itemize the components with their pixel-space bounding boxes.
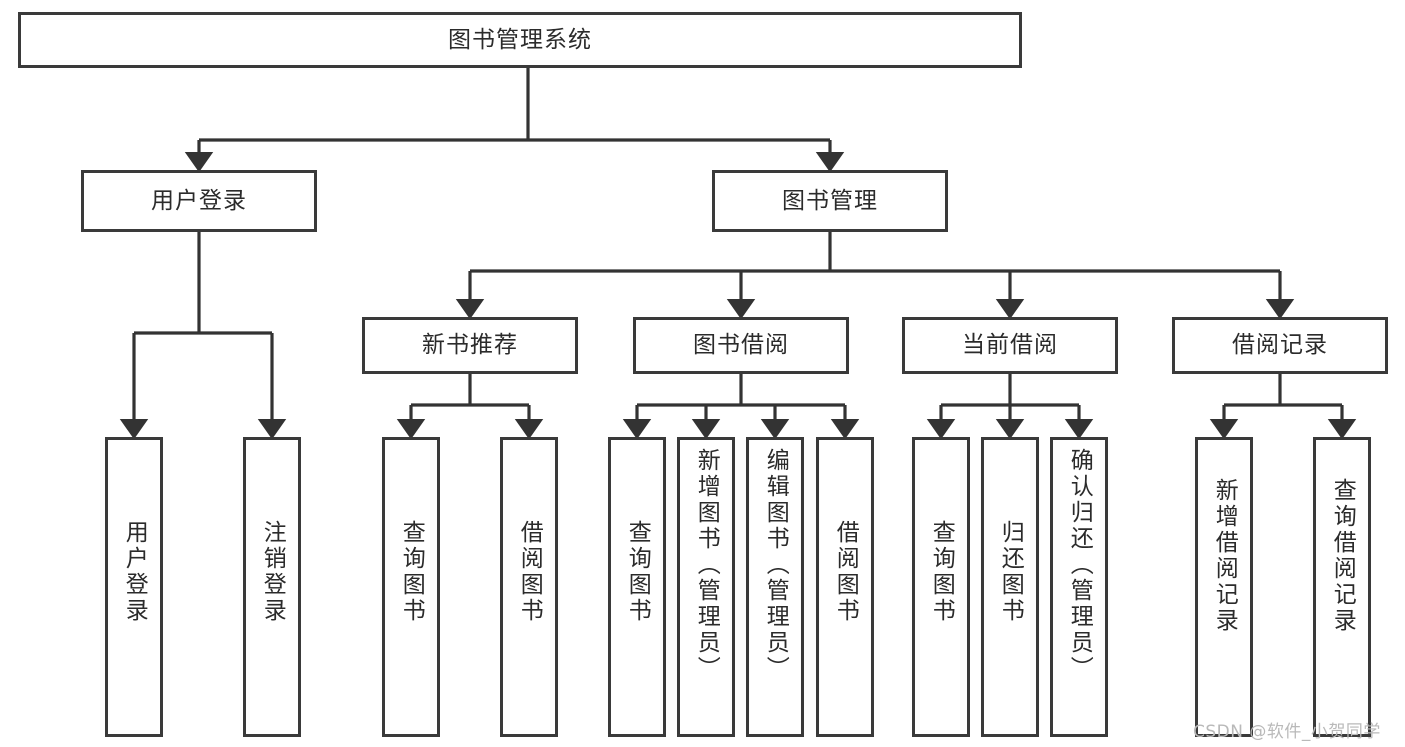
node-label-leaf-add-book: 新增图书（管理员） — [693, 448, 720, 682]
node-book-borrow[interactable]: 图书借阅 — [633, 317, 849, 374]
node-borrow-record[interactable]: 借阅记录 — [1172, 317, 1388, 374]
node-label-book-management: 图书管理 — [782, 187, 878, 214]
node-label-leaf-confirm-return: 确认归还（管理员） — [1066, 448, 1093, 682]
node-leaf-add-record[interactable]: 新增借阅记录 — [1195, 437, 1253, 737]
node-label-book-borrow: 图书借阅 — [693, 332, 789, 359]
node-label-leaf-user-logout: 注销登录 — [259, 520, 286, 624]
node-leaf-borrow-book-1[interactable]: 借阅图书 — [500, 437, 558, 737]
node-new-book-recommend[interactable]: 新书推荐 — [362, 317, 578, 374]
node-label-user-login: 用户登录 — [151, 187, 247, 214]
node-label-leaf-query-book-1: 查询图书 — [398, 520, 425, 624]
node-label-current-borrow: 当前借阅 — [962, 332, 1058, 359]
node-leaf-query-book-1[interactable]: 查询图书 — [382, 437, 440, 737]
node-label-leaf-query-book-3: 查询图书 — [928, 520, 955, 624]
node-label-leaf-return-book: 归还图书 — [997, 520, 1024, 624]
node-leaf-user-login[interactable]: 用户登录 — [105, 437, 163, 737]
node-leaf-edit-book[interactable]: 编辑图书（管理员） — [746, 437, 804, 737]
node-label-leaf-user-login: 用户登录 — [121, 520, 148, 624]
node-leaf-add-book[interactable]: 新增图书（管理员） — [677, 437, 735, 737]
node-current-borrow[interactable]: 当前借阅 — [902, 317, 1118, 374]
node-label-leaf-query-book-2: 查询图书 — [624, 520, 651, 624]
node-leaf-query-book-2[interactable]: 查询图书 — [608, 437, 666, 737]
node-user-login[interactable]: 用户登录 — [81, 170, 317, 232]
node-label-leaf-query-record: 查询借阅记录 — [1329, 478, 1356, 634]
node-label-leaf-edit-book: 编辑图书（管理员） — [762, 448, 789, 682]
node-label-new-book-recommend: 新书推荐 — [422, 332, 518, 359]
node-label-leaf-borrow-book-2: 借阅图书 — [832, 520, 859, 624]
node-leaf-return-book[interactable]: 归还图书 — [981, 437, 1039, 737]
node-label-leaf-borrow-book-1: 借阅图书 — [516, 520, 543, 624]
node-label-borrow-record: 借阅记录 — [1232, 332, 1328, 359]
node-label-root: 图书管理系统 — [448, 26, 592, 53]
node-leaf-query-book-3[interactable]: 查询图书 — [912, 437, 970, 737]
node-leaf-user-logout[interactable]: 注销登录 — [243, 437, 301, 737]
node-leaf-query-record[interactable]: 查询借阅记录 — [1313, 437, 1371, 737]
node-leaf-confirm-return[interactable]: 确认归还（管理员） — [1050, 437, 1108, 737]
node-leaf-borrow-book-2[interactable]: 借阅图书 — [816, 437, 874, 737]
node-label-leaf-add-record: 新增借阅记录 — [1211, 478, 1238, 634]
node-root-book-management-system[interactable]: 图书管理系统 — [18, 12, 1022, 68]
node-book-management[interactable]: 图书管理 — [712, 170, 948, 232]
